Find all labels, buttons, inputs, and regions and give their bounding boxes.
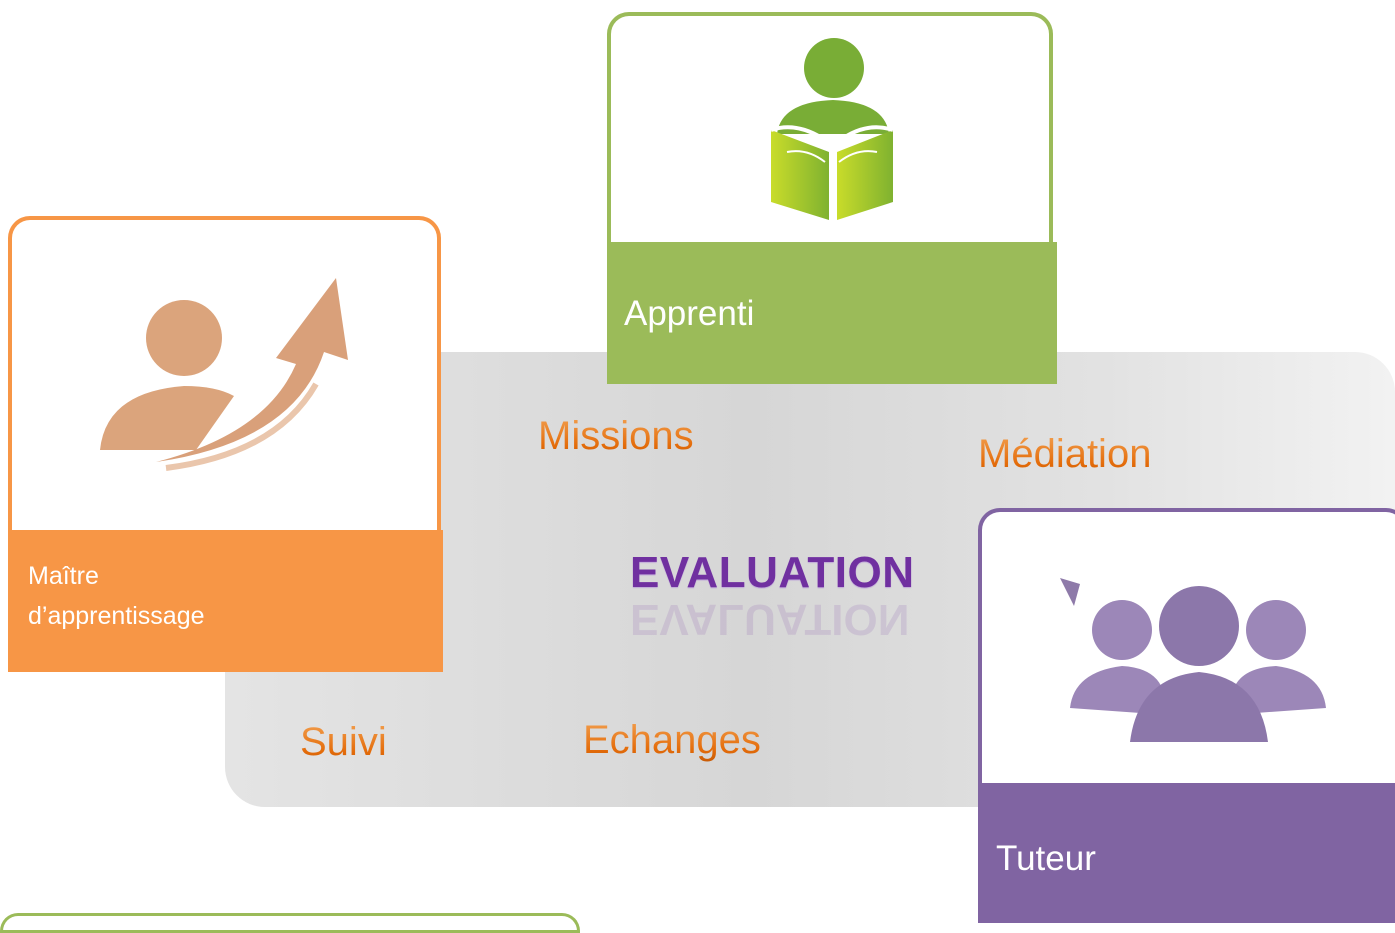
keyword-evaluation-reflection: EVALUATION [630,595,910,644]
card-apprenti-label: Apprenti [607,242,1057,384]
person-growth-arrow-icon [100,278,348,471]
card-tuteur: Tuteur [978,508,1395,923]
card-maitre-frame [8,216,441,552]
card-maitre-label: Maître d’apprentissage [8,530,443,672]
card-apprenti: Apprenti [607,12,1057,384]
card-maitre: Maître d’apprentissage [8,216,443,672]
keyword-mediation: Médiation [978,432,1152,476]
keyword-missions: Missions [538,414,694,458]
reading-person-icon [770,38,894,220]
keyword-evaluation: EVALUATION [630,548,915,597]
keyword-echanges: Echanges [583,718,761,762]
card-maitre-label-line2: d’apprentissage [28,602,205,630]
card-tuteur-label: Tuteur [978,783,1395,923]
group-people-icon [1060,578,1326,742]
keyword-suivi: Suivi [300,720,387,764]
bottom-card-edge [0,913,580,933]
card-maitre-label-line1: Maître [28,562,99,590]
